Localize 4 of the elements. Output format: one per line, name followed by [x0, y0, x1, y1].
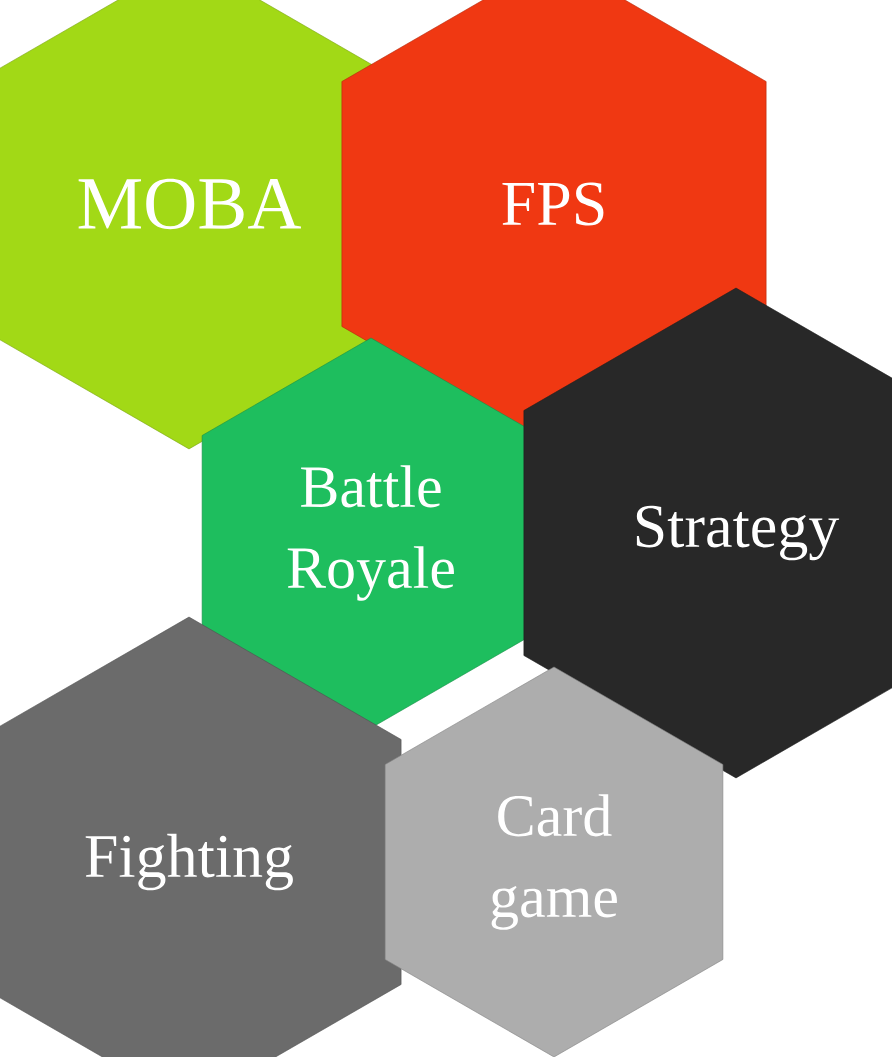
hexagon: Fighting — [0, 616, 402, 1057]
hexagon: Battle Royale — [201, 337, 541, 729]
hexagon: Card game — [384, 666, 724, 1057]
hexagon: Strategy — [523, 287, 892, 779]
